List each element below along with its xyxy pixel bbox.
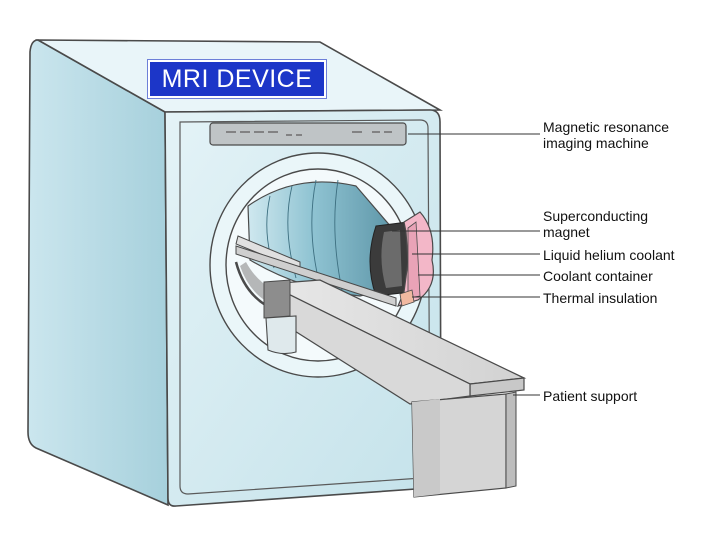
pedestal-shadow — [412, 399, 440, 497]
label-superconducting-magnet: Superconducting magnet — [543, 208, 713, 240]
table-head-base — [265, 315, 297, 355]
label-magnet-line2: magnet — [543, 224, 590, 240]
label-coolant-container: Coolant container — [543, 268, 653, 284]
label-mri-machine: Magnetic resonance imaging machine — [543, 119, 713, 151]
label-thermal-insulation: Thermal insulation — [543, 290, 658, 306]
display-strip-markings — [226, 131, 392, 136]
insulation-layer — [399, 289, 415, 307]
label-mri-machine-line1: Magnetic resonance — [543, 119, 670, 135]
table-head-cap — [263, 279, 291, 319]
housing-side-panel — [27, 39, 169, 507]
label-liquid-helium-coolant: Liquid helium coolant — [543, 247, 675, 263]
leader-lines — [392, 133, 540, 396]
label-patient-support: Patient support — [543, 388, 638, 404]
diagram-title: MRI DEVICE — [161, 64, 313, 93]
coil-band-inner — [381, 230, 402, 288]
label-mri-machine-line2: imaging machine — [543, 135, 649, 151]
label-magnet-line1: Superconducting — [543, 208, 649, 224]
table-rail-lower — [235, 245, 397, 307]
title-banner: MRI DEVICE — [147, 59, 327, 99]
pedestal-side — [505, 391, 517, 489]
display-strip — [209, 122, 407, 146]
helium-layer — [407, 221, 421, 299]
